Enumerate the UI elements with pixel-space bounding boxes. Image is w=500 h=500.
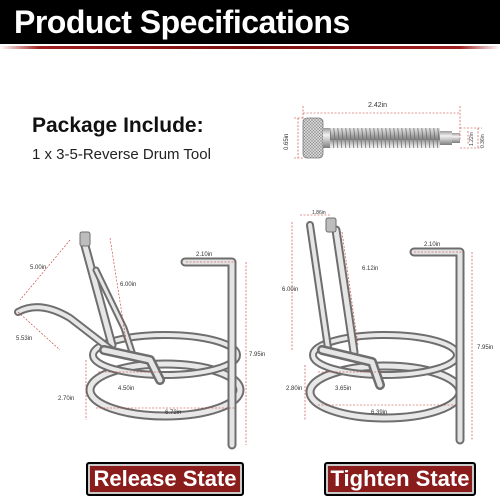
release-dim-672: 6.72in xyxy=(165,410,182,416)
release-dim-270: 2.70in xyxy=(58,396,75,402)
header-bar xyxy=(0,0,500,44)
tighten-dim-612: 6.12in xyxy=(362,266,379,272)
tighten-dim-795: 7.95in xyxy=(477,345,494,351)
release-dim-553: 5.53in xyxy=(16,336,33,342)
release-state-label: Release State xyxy=(86,462,244,496)
package-title: Package Include: xyxy=(32,114,204,137)
release-dim-600: 6.00in xyxy=(120,282,137,288)
tighten-dim-639: 6.39in xyxy=(371,410,388,416)
tighten-dim-365: 3.65in xyxy=(335,386,352,392)
tighten-dim-280: 2.80in xyxy=(286,386,303,392)
tighten-dim-210: 2.10in xyxy=(424,242,441,248)
tighten-dim-186: 1.86in xyxy=(312,210,326,216)
release-dim-210: 2.10in xyxy=(196,252,213,258)
page-title: Product Specifications xyxy=(14,4,350,40)
tighten-dim-600: 6.00in xyxy=(282,287,299,293)
release-dim-450: 4.50in xyxy=(118,386,135,392)
header-divider xyxy=(0,46,500,49)
release-dim-795: 7.95in xyxy=(249,352,266,358)
bolt-length-dimension: 2.42in xyxy=(368,102,388,109)
tighten-state-label: Tighten State xyxy=(324,462,476,496)
release-dim-500: 5.00in xyxy=(30,265,47,271)
package-item: 1 x 3-5-Reverse Drum Tool xyxy=(32,146,211,163)
